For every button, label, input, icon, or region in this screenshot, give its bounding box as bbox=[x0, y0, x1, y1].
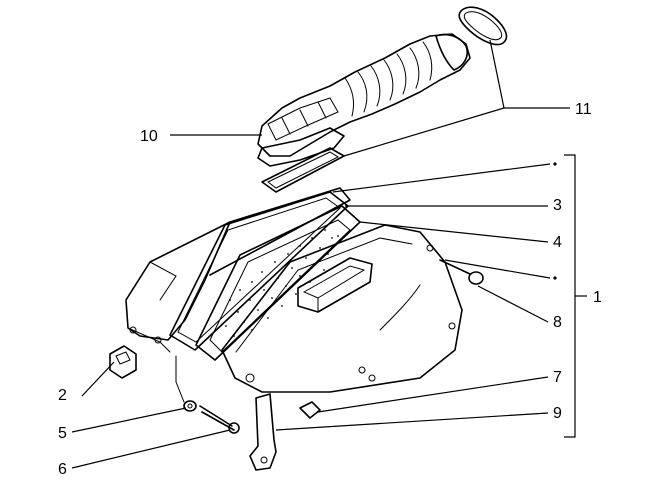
part-7-nut bbox=[299, 401, 321, 419]
callout-11: 11 bbox=[575, 101, 592, 118]
part-8-screw bbox=[439, 259, 484, 285]
part-10-intake-duct bbox=[257, 33, 471, 167]
dot-1a bbox=[553, 162, 557, 166]
part-6-bolt bbox=[199, 405, 240, 434]
callout-10: 10 bbox=[140, 128, 158, 145]
callout-9: 9 bbox=[553, 405, 562, 422]
part-11-inlet-gasket-lower bbox=[261, 147, 345, 193]
callout-3: 3 bbox=[553, 197, 562, 214]
callout-1: 1 bbox=[593, 289, 602, 306]
part-3-filter-seal-frame bbox=[169, 191, 349, 351]
part-9-bracket bbox=[249, 393, 277, 471]
leader-lines bbox=[71, 39, 587, 469]
callout-7: 7 bbox=[553, 369, 562, 386]
callout-6: 6 bbox=[58, 461, 67, 478]
part-11-inlet-gasket-top bbox=[458, 6, 508, 46]
callout-2: 2 bbox=[58, 387, 67, 404]
callout-4: 4 bbox=[553, 234, 562, 251]
part-5-washer bbox=[183, 400, 197, 412]
part-1-airbox-cover bbox=[221, 224, 463, 393]
part-2-clip-nut bbox=[109, 345, 137, 379]
callout-5: 5 bbox=[58, 425, 67, 442]
dot-1b bbox=[553, 276, 557, 280]
callout-8: 8 bbox=[553, 314, 562, 331]
part-4-foam-filter bbox=[195, 205, 361, 361]
foam-stipple bbox=[225, 229, 339, 337]
part-1-airbox-base bbox=[125, 187, 351, 353]
